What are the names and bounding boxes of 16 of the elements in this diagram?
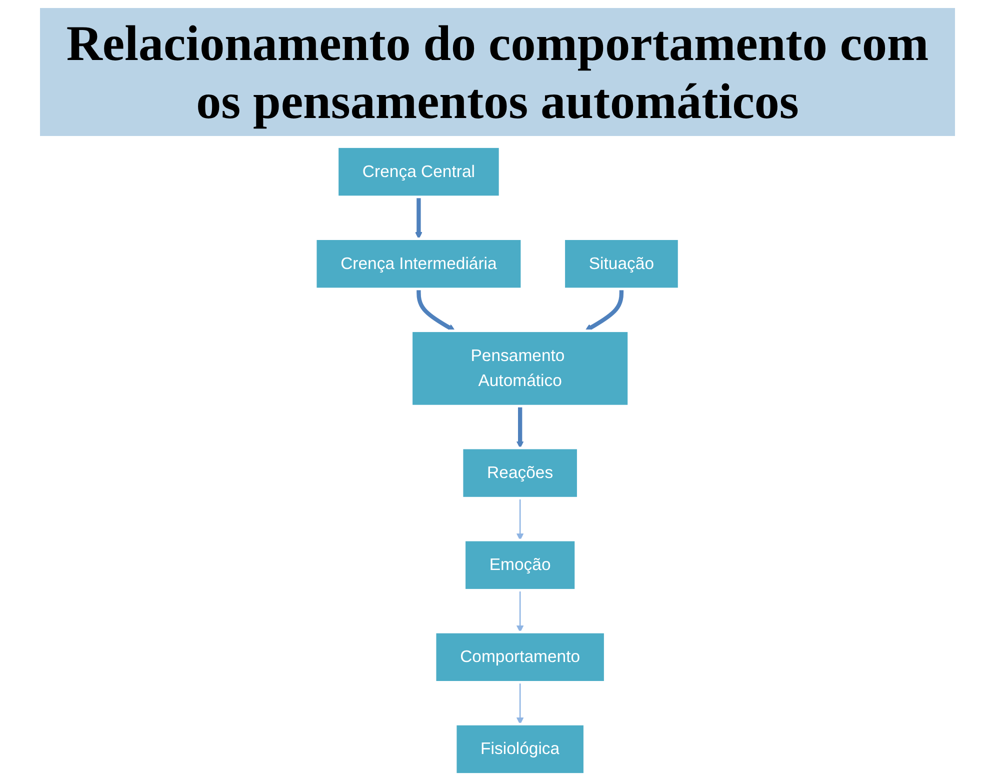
node-box: Pensamento Automático xyxy=(410,330,630,408)
arrow xyxy=(516,590,524,632)
node-box: Comportamento xyxy=(434,630,607,684)
arrow xyxy=(516,498,524,540)
arrow xyxy=(516,406,524,448)
node-box: Reações xyxy=(460,446,580,500)
node-box: Fisiológica xyxy=(454,722,586,776)
node-box: Emoção xyxy=(463,538,578,592)
node-box: Crença Central xyxy=(336,145,502,198)
arrow xyxy=(415,196,423,240)
arrow xyxy=(416,288,456,332)
node-box: Crença Intermediária xyxy=(314,238,524,290)
arrow xyxy=(585,288,624,332)
title: Relacionamento do comportamento com os pensamentos automáticos xyxy=(40,8,955,136)
arrow xyxy=(516,682,524,724)
node-box: Situação xyxy=(562,238,681,290)
